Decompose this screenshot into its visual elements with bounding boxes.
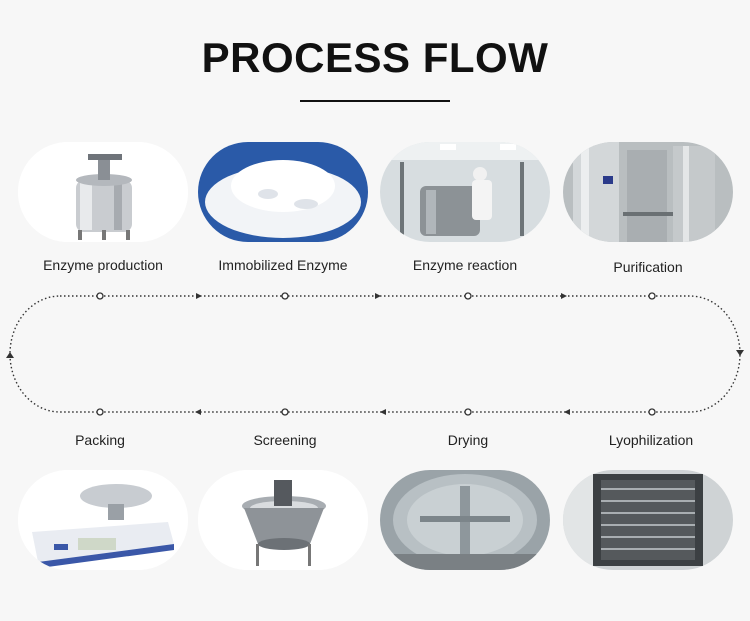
- flow-arrow-up: [6, 352, 14, 358]
- step-label-enzyme-reaction: Enzyme reaction: [412, 257, 518, 273]
- step-image-purification: [563, 142, 733, 242]
- step-image-screening: [198, 470, 368, 570]
- flow-node: [96, 292, 104, 300]
- step-image-enzyme-production: [18, 142, 188, 242]
- flow-node: [648, 292, 656, 300]
- step-label-drying: Drying: [447, 432, 489, 448]
- step-image-packing: [18, 470, 188, 570]
- flow-arrow-left: [564, 409, 570, 415]
- weighing-scale-icon: [18, 470, 188, 570]
- flow-node: [648, 408, 656, 416]
- flow-arrow-left: [195, 409, 201, 415]
- step-label-enzyme-production: Enzyme production: [43, 257, 163, 273]
- flow-arrow-right: [196, 293, 202, 299]
- flow-node: [96, 408, 104, 416]
- page-title: PROCESS FLOW: [201, 34, 549, 81]
- step-image-immobilized-enzyme: [198, 142, 368, 242]
- flow-arrow-right: [375, 293, 381, 299]
- title-underline: [300, 100, 450, 102]
- step-label-packing: Packing: [75, 432, 125, 448]
- freeze-dryer-icon: [563, 470, 733, 570]
- flow-node: [281, 408, 289, 416]
- step-image-lyophilization: [563, 470, 733, 570]
- white-powder-icon: [198, 142, 368, 242]
- flow-arrow-left: [380, 409, 386, 415]
- reactor-worker-icon: [380, 142, 550, 242]
- flow-loop-path: [9, 295, 741, 413]
- purification-tanks-icon: [563, 142, 733, 242]
- flow-arrow-right: [561, 293, 567, 299]
- step-image-drying: [380, 470, 550, 570]
- flow-node: [281, 292, 289, 300]
- stainless-tank-icon: [18, 142, 188, 242]
- step-image-enzyme-reaction: [380, 142, 550, 242]
- flow-arrow-down: [736, 350, 744, 356]
- step-label-purification: Purification: [613, 259, 683, 275]
- step-label-lyophilization: Lyophilization: [608, 432, 694, 448]
- vacuum-dryer-icon: [380, 470, 550, 570]
- step-label-screening: Screening: [253, 432, 317, 448]
- flow-node: [464, 292, 472, 300]
- vibrating-screen-icon: [198, 470, 368, 570]
- step-label-immobilized-enzyme: Immobilized Enzyme: [218, 257, 348, 273]
- flow-node: [464, 408, 472, 416]
